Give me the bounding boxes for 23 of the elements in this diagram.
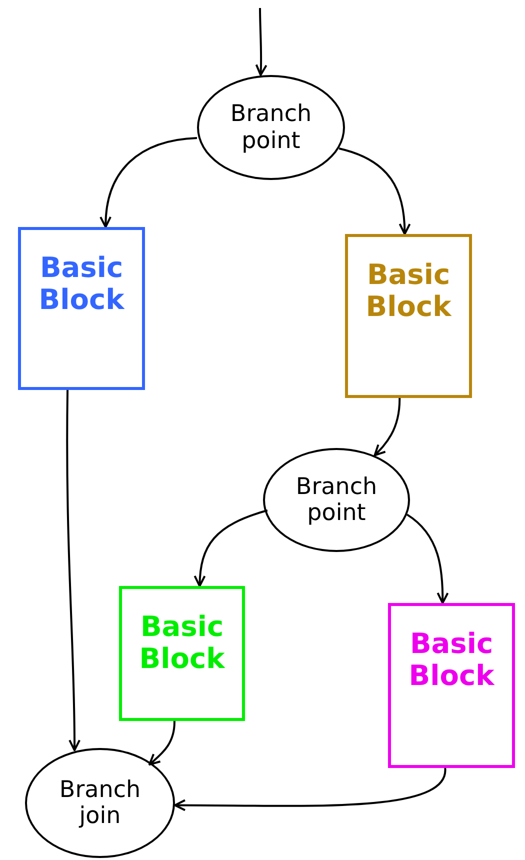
arrow <box>100 137 198 228</box>
arrow <box>66 390 80 752</box>
arrow <box>255 8 268 76</box>
node-label: Branch join <box>58 776 142 830</box>
basic-block-box <box>388 603 515 768</box>
arrow <box>194 509 268 587</box>
branch-ellipse <box>25 748 175 858</box>
branch-ellipse <box>197 75 345 180</box>
node-label: Basic Block <box>138 611 226 676</box>
arrow <box>338 148 410 235</box>
branch-ellipse <box>263 448 410 552</box>
basic-block-box <box>18 227 145 390</box>
arrow <box>406 514 449 604</box>
arrow <box>148 720 176 766</box>
node-label: Basic Block <box>38 252 126 316</box>
node-label: Branch point <box>294 474 378 526</box>
arrow <box>174 768 446 812</box>
node-label: Basic Block <box>364 259 452 324</box>
node-label: Basic Block <box>408 628 496 692</box>
basic-block-box <box>119 586 245 721</box>
arrow <box>374 398 401 456</box>
node-label: Branch point <box>229 101 313 154</box>
basic-block-box <box>345 234 472 398</box>
